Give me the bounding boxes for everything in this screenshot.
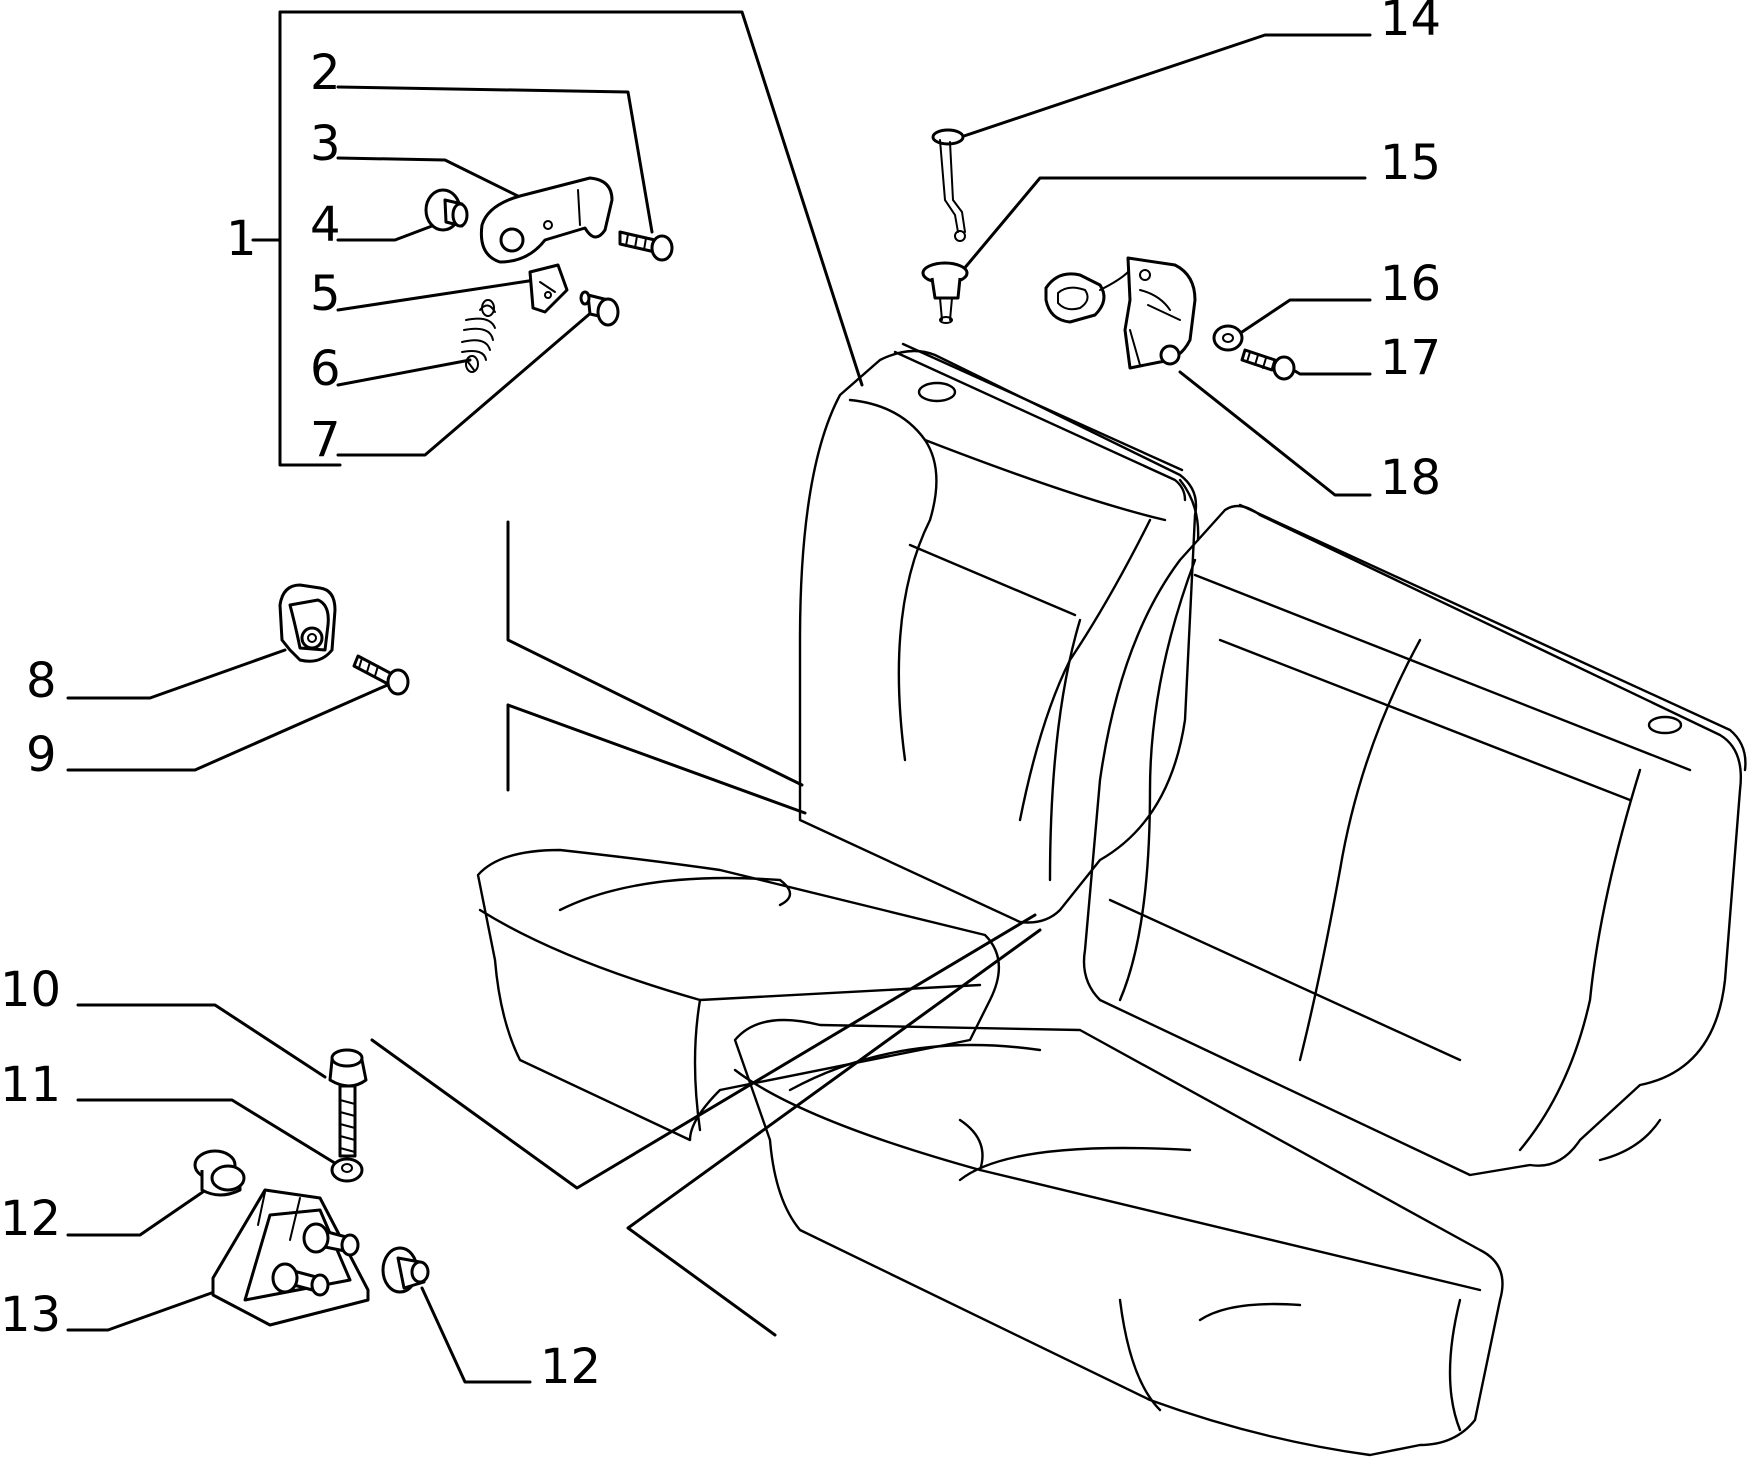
callout-11: 11 [0,1057,61,1113]
left-seat-cushion [476,848,1001,1142]
callout-7: 7 [310,412,341,468]
part-17-screw [1240,348,1296,381]
callout-12b: 12 [540,1339,601,1395]
part-2-pin [618,230,674,262]
part-16-washer [1212,324,1244,352]
callout-13: 13 [0,1287,61,1343]
callout-18: 18 [1380,450,1441,506]
callout-4: 4 [310,197,341,253]
part-14-rod [931,128,966,242]
callout-5: 5 [310,266,341,322]
bracket-1 [251,10,864,467]
part-12-bushing-b [381,1246,430,1294]
part-10-bolt [328,1048,368,1158]
right-seat-cushion [733,1018,1504,1457]
part-18-latch [1044,256,1197,370]
callout-9: 9 [26,727,57,783]
callout-8: 8 [26,653,57,709]
explode-guide-lines [370,520,1042,1337]
callout-12a: 12 [0,1191,61,1247]
callout-14: 14 [1380,0,1441,47]
part-7-pin [579,290,620,327]
callout-1: 1 [226,211,257,267]
part-3-lever [479,176,614,264]
part-15-grommet [921,261,969,324]
part-12-bushing-a [193,1149,246,1197]
part-6-spring [461,299,496,373]
callout-17: 17 [1380,330,1441,386]
left-backrest [798,342,1200,924]
part-9-bolt [352,654,410,696]
leader-lines [66,33,1372,1384]
callout-16: 16 [1380,256,1441,312]
part-11-washer [330,1157,364,1183]
part-8-bracket [278,583,337,663]
callout-6: 6 [310,341,341,397]
part-13-mount [211,1188,370,1327]
part-4-bushing [424,188,469,232]
callout-2: 2 [310,45,341,101]
part-5-clip [528,263,569,314]
callout-labels: 1 2 3 4 5 6 7 8 9 10 11 12 13 12 14 15 1… [0,0,1441,1395]
callout-15: 15 [1380,135,1441,191]
callout-3: 3 [310,116,341,172]
callout-10: 10 [0,962,61,1018]
right-backrest [1082,503,1747,1177]
